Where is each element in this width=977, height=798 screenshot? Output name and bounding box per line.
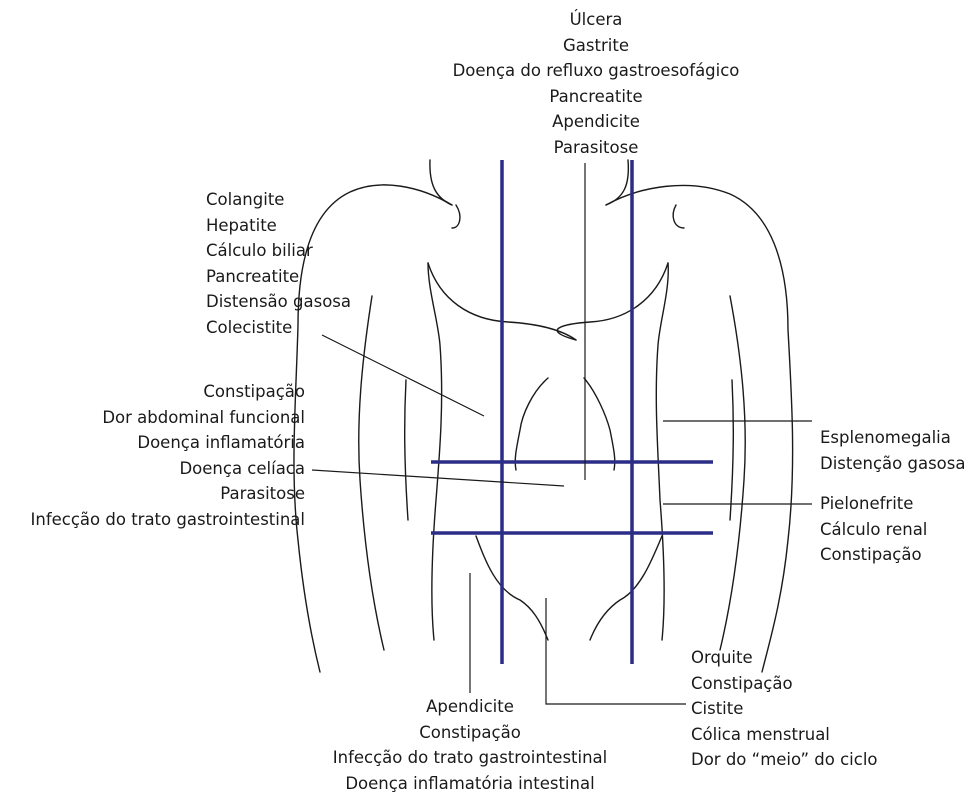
region-grid: [431, 160, 713, 664]
label-upper-left-1: Colangite: [206, 187, 351, 213]
label-group-bottom-right: Orquite Constipação Cistite Cólica menst…: [691, 645, 878, 773]
label-middle-left-2: Dor abdominal funcional: [0, 405, 305, 431]
label-top-2: Gastrite: [376, 33, 816, 59]
label-top-4: Pancreatite: [376, 84, 816, 110]
label-group-upper-right: Esplenomegalia Distenção gasosa: [820, 425, 965, 476]
label-middle-right-1: Pielonefrite: [820, 491, 927, 517]
label-middle-left-1: Constipação: [0, 379, 305, 405]
label-upper-right-2: Distenção gasosa: [820, 451, 965, 477]
label-top-3: Doença do refluxo gastroesofágico: [376, 58, 816, 84]
label-middle-left-4: Doença celíaca: [0, 456, 305, 482]
label-group-top: Úlcera Gastrite Doença do refluxo gastro…: [376, 7, 816, 160]
label-group-bottom-left: Apendicite Constipação Infecção do trato…: [300, 694, 640, 796]
leader-bottom-right: [546, 598, 686, 704]
label-bottom-left-1: Apendicite: [300, 694, 640, 720]
label-middle-left-6: Infecção do trato gastrointestinal: [0, 507, 305, 533]
label-middle-right-3: Constipação: [820, 542, 927, 568]
label-top-6: Parasitose: [376, 135, 816, 161]
label-bottom-right-4: Cólica menstrual: [691, 722, 878, 748]
label-middle-right-2: Cálculo renal: [820, 517, 927, 543]
label-group-upper-left: Colangite Hepatite Cálculo biliar Pancre…: [206, 187, 351, 340]
label-upper-right-1: Esplenomegalia: [820, 425, 965, 451]
label-bottom-right-1: Orquite: [691, 645, 878, 671]
label-group-middle-right: Pielonefrite Cálculo renal Constipação: [820, 491, 927, 568]
label-upper-left-3: Cálculo biliar: [206, 238, 351, 264]
leader-upper-left: [322, 335, 484, 416]
label-bottom-right-3: Cistite: [691, 696, 878, 722]
label-top-1: Úlcera: [376, 7, 816, 33]
label-upper-left-4: Pancreatite: [206, 264, 351, 290]
label-middle-left-3: Doença inflamatória: [0, 430, 305, 456]
label-upper-left-5: Distensão gasosa: [206, 289, 351, 315]
label-group-middle-left: Constipação Dor abdominal funcional Doen…: [0, 379, 305, 532]
label-bottom-left-3: Infecção do trato gastrointestinal: [300, 745, 640, 771]
leader-lines: [312, 163, 812, 704]
label-bottom-left-4: Doença inflamatória intestinal: [300, 771, 640, 797]
label-middle-left-5: Parasitose: [0, 481, 305, 507]
label-upper-left-6: Colecistite: [206, 315, 351, 341]
label-top-5: Apendicite: [376, 109, 816, 135]
label-bottom-left-2: Constipação: [300, 720, 640, 746]
torso-outline: [294, 160, 793, 672]
label-upper-left-2: Hepatite: [206, 213, 351, 239]
label-bottom-right-2: Constipação: [691, 671, 878, 697]
label-bottom-right-5: Dor do “meio” do ciclo: [691, 747, 878, 773]
